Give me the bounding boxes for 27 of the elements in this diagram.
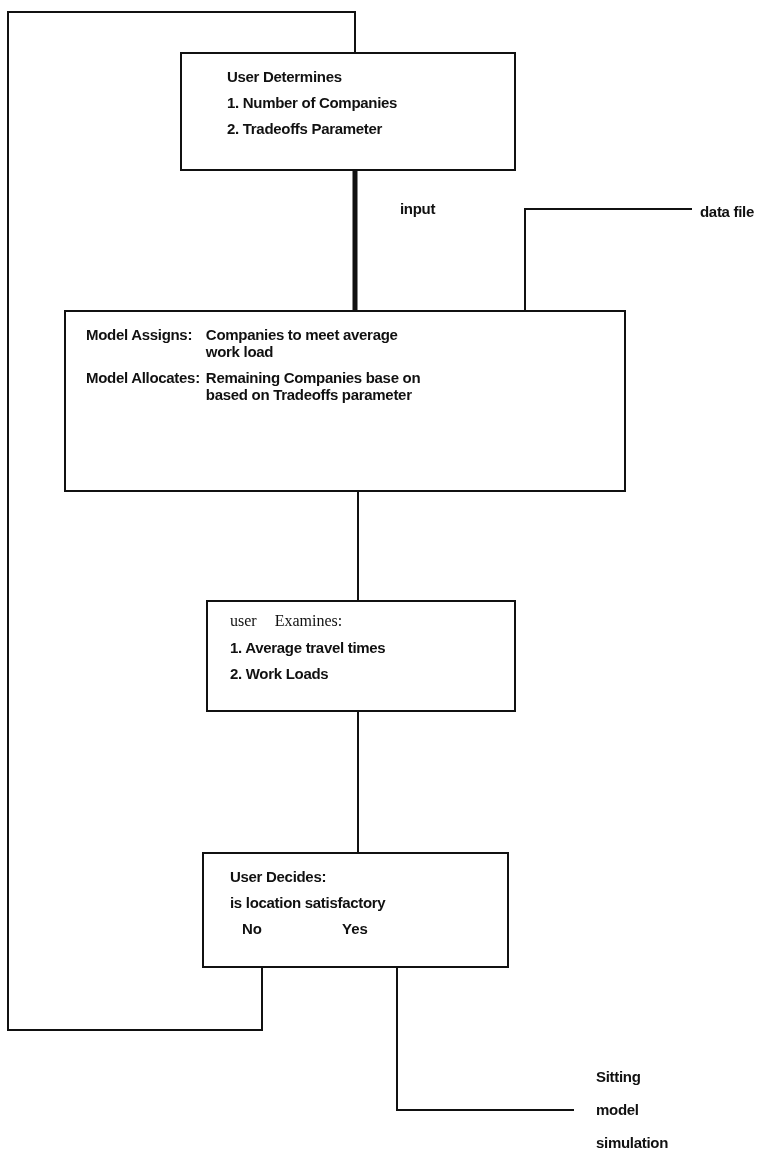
connector-line	[352, 171, 358, 310]
question-text: is location satisfactory	[230, 894, 387, 911]
process-box	[202, 852, 509, 968]
box-heading: User Determines	[227, 68, 343, 85]
step-heading: Model Assigns:	[86, 326, 194, 345]
step-text: Companies to meet average work load	[205, 326, 399, 360]
edge-label: input	[400, 200, 436, 217]
process-box	[180, 52, 516, 171]
connector-line	[524, 208, 693, 311]
process-box	[206, 600, 516, 712]
process-box	[64, 310, 626, 492]
choice-label: Yes	[342, 920, 368, 937]
step-text: Remaining Companies base on based on Tradeoffs parameter	[205, 369, 421, 403]
list-item: 2. Tradeoffs Parameter	[227, 120, 384, 137]
connector-line	[396, 967, 575, 1111]
list-item: 1. Average travel times	[230, 639, 387, 656]
list-item: 1. Number of Companies	[227, 94, 399, 111]
choice-label: No	[242, 920, 262, 937]
terminal-text: data file	[700, 195, 778, 228]
box-heading: user Examines:	[230, 612, 344, 630]
connector-line	[7, 11, 356, 1031]
terminal-text: Sitting model simulation	[596, 1060, 686, 1153]
list-item: 2. Work Loads	[230, 665, 330, 682]
step-heading: Model Allocates:	[86, 369, 200, 388]
box-heading: User Decides:	[230, 868, 328, 885]
connector-line	[357, 491, 359, 601]
connector-line	[357, 711, 359, 853]
